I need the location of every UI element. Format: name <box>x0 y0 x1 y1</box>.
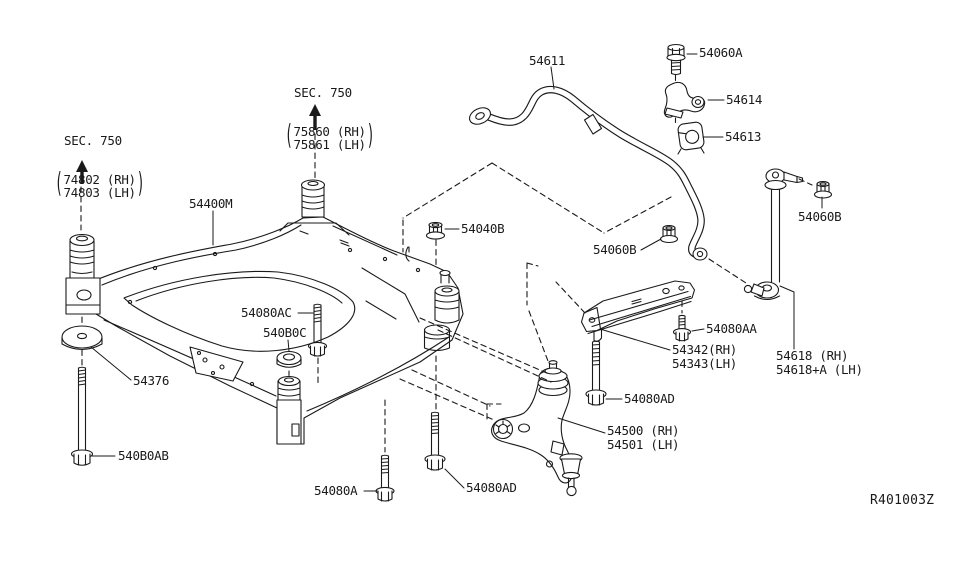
bolt-54080a-drawing <box>375 454 395 502</box>
bolt-54080ac-drawing <box>307 303 328 357</box>
part-label-54080ac: 54080AC <box>241 305 292 320</box>
part-label-54342-54343: 54342(RH) 54343(LH) <box>672 342 738 371</box>
part-label-line: 54343(LH) <box>672 355 738 371</box>
section-ref-line: 75860 (RH) <box>293 123 367 139</box>
section-title: SEC. 750 <box>64 133 122 148</box>
nut-54060b-upper-drawing <box>813 181 833 199</box>
part-label-540b0ab: 540B0AB <box>118 448 169 463</box>
part-label-54080ad-rear: 54080AD <box>624 391 675 406</box>
big-paren-close: ) <box>366 120 375 154</box>
bolt-54080ad-front-drawing <box>424 411 446 471</box>
section-callout-middle: SEC. 750 ( 75860 (RH) 75861 (LH) ) <box>284 62 375 164</box>
bolt-54080aa-drawing <box>672 314 692 342</box>
nut-54060b-lower-drawing <box>659 225 679 244</box>
part-label-54376: 54376 <box>133 373 170 388</box>
part-label-54060b-upper: 54060B <box>798 209 842 224</box>
part-label-54611: 54611 <box>529 53 566 68</box>
section-ref-line: 74803 (LH) <box>63 185 137 200</box>
part-label-line: 54618+A (LH) <box>776 361 863 377</box>
stabilizer-clamp-drawing <box>663 81 706 119</box>
assembly-guide-lines <box>80 74 813 453</box>
part-label-54080a: 54080A <box>314 483 358 498</box>
part-label-54060a: 54060A <box>699 45 743 60</box>
up-arrow-icon <box>309 104 321 130</box>
nut-54040b-drawing <box>425 221 446 240</box>
section-title: SEC. 750 <box>294 85 352 100</box>
stabilizer-bushing-drawing <box>677 121 705 155</box>
part-label-54080aa: 54080AA <box>706 321 757 336</box>
part-label-54080ad-front: 54080AD <box>466 480 517 495</box>
part-label-540b0c: 540B0C <box>263 325 307 340</box>
up-arrow-icon <box>76 160 88 184</box>
big-paren-open: ( <box>285 120 293 154</box>
connecting-rod-drawing <box>743 168 804 301</box>
part-label-54618: 54618 (RH) 54618+A (LH) <box>776 348 863 377</box>
part-label-line: 54500 (RH) <box>607 423 680 438</box>
section-ref-line: 74802 (RH) <box>63 171 137 187</box>
leader-lines <box>90 53 823 492</box>
section-ref-line: 75861 (LH) <box>293 137 367 152</box>
drawing-reference-code: R401003Z <box>870 493 935 508</box>
washer-54376-drawing <box>61 325 103 351</box>
suspension-member-drawing <box>65 179 464 445</box>
stabilizer-bar-drawing <box>468 85 708 261</box>
bracket-54342-drawing <box>580 280 696 342</box>
part-label-54613: 54613 <box>725 129 762 144</box>
part-label-line: 54618 (RH) <box>776 348 849 363</box>
bolt-54080ad-rear-drawing <box>585 340 607 406</box>
bolt-54060a-drawing <box>666 43 686 76</box>
part-label-54614: 54614 <box>726 92 763 107</box>
part-label-line: 54342(RH) <box>672 342 738 357</box>
part-label-54400m: 54400M <box>189 196 233 211</box>
big-paren-open: ( <box>55 168 63 202</box>
transverse-link-drawing <box>491 360 583 497</box>
section-callout-left: SEC. 750 ( 74802 (RH) 74803 (LH) ) <box>54 110 145 212</box>
part-label-54500-54501: 54500 (RH) 54501 (LH) <box>607 423 680 452</box>
bolt-540b0ab-drawing <box>70 366 94 466</box>
big-paren-close: ) <box>136 168 145 202</box>
part-label-54060b-lower: 54060B <box>593 242 637 257</box>
part-label-54040b: 54040B <box>461 221 505 236</box>
part-label-line: 54501 (LH) <box>607 436 680 452</box>
